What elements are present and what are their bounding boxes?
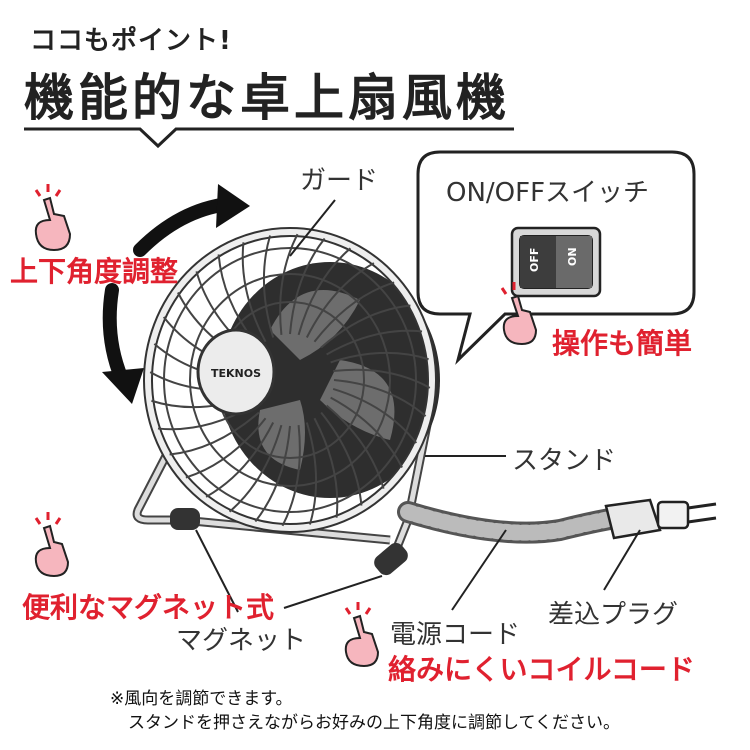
- feature-coil: 絡みにくいコイルコード: [388, 653, 695, 686]
- header-subtitle: ココもポイント!: [30, 26, 232, 56]
- pointing-hand-icon: [500, 282, 538, 346]
- guard-wire: [241, 242, 267, 343]
- magnet-left: [170, 508, 200, 530]
- guard-wire: [325, 404, 385, 489]
- page-title: 機能的な卓上扇風機: [24, 69, 510, 127]
- feature-angle: 上下角度調整: [10, 255, 179, 288]
- cord-leader: [451, 529, 507, 611]
- note-line-2: スタンドを押さえながらお好みの上下角度に調節してください。: [128, 713, 620, 733]
- rotate-arrow-bottom: [102, 283, 131, 391]
- guard-wire: [228, 424, 283, 513]
- fan-badge: [196, 328, 276, 416]
- guard-wire: [279, 233, 299, 335]
- guard-wire: [254, 425, 291, 523]
- guard-wire: [330, 351, 429, 364]
- switch-title: ON/OFFスイッチ: [446, 178, 650, 208]
- magnet-right: [374, 542, 408, 576]
- power-cord-label: 電源コード: [390, 620, 521, 650]
- guard-wire: [332, 388, 418, 444]
- switch-on-label: ON: [566, 247, 579, 266]
- guard-wire: [185, 417, 267, 479]
- coil-cord: [397, 501, 639, 544]
- guard-wire: [320, 411, 363, 506]
- rotate-arrow-top-head: [216, 184, 250, 228]
- pointing-hand-icon: [34, 512, 70, 578]
- guard-wire: [305, 262, 375, 338]
- rotate-arrow-bottom-head: [102, 368, 144, 404]
- guard-label: ガード: [300, 166, 379, 196]
- guard-wire: [297, 247, 352, 336]
- guard-wire: [330, 396, 403, 468]
- magnet-label: マグネット: [176, 626, 307, 656]
- guard-leader: [289, 199, 336, 257]
- feature-magnet: 便利なマグネット式: [22, 591, 275, 624]
- rocker-switch: [510, 226, 602, 298]
- guard-wire: [305, 422, 318, 525]
- pointing-hand-icon: [34, 184, 72, 252]
- guard-wire: [169, 411, 260, 456]
- switch-off-label: OFF: [528, 248, 541, 272]
- magnet-leader-right: [283, 575, 383, 609]
- guard-wire: [333, 379, 427, 417]
- guard-wire: [262, 235, 275, 338]
- pointing-hand-icon: [344, 602, 380, 668]
- plug-leader: [603, 529, 641, 591]
- plug-label: 差込プラグ: [548, 600, 679, 630]
- guard-wire: [281, 425, 301, 527]
- guard-wire: [289, 237, 326, 335]
- guard-wire: [326, 329, 423, 356]
- guard-wire: [205, 422, 275, 498]
- guard-wire: [333, 368, 431, 389]
- header-underline: [24, 127, 514, 149]
- guard-wire: [320, 304, 411, 349]
- feature-easy: 操作も簡単: [552, 327, 693, 360]
- note-line-1: ※風向を調節できます。: [110, 689, 293, 709]
- guard-wire: [313, 417, 339, 518]
- rotate-arrow-top: [133, 197, 235, 257]
- magnet-leader-left: [195, 529, 239, 613]
- fan-brand: TEKNOS: [211, 367, 261, 380]
- guard-wire: [313, 281, 395, 343]
- plug: [604, 498, 717, 540]
- guard-spokes: [149, 233, 431, 527]
- stand-label: スタンド: [512, 446, 617, 476]
